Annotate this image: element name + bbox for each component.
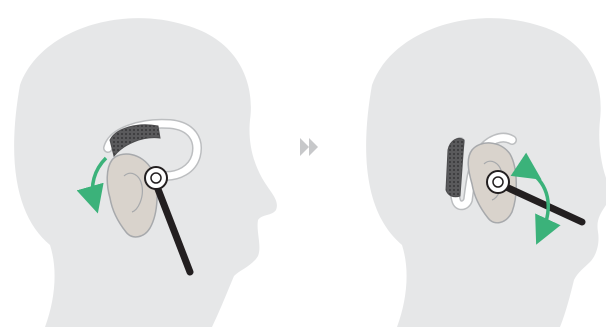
pivot-center-right xyxy=(493,177,503,187)
double-chevron-right-icon xyxy=(300,138,318,156)
pivot-center-left xyxy=(151,173,161,183)
panel-step-2 xyxy=(366,18,606,327)
panel-step-1 xyxy=(14,18,277,327)
